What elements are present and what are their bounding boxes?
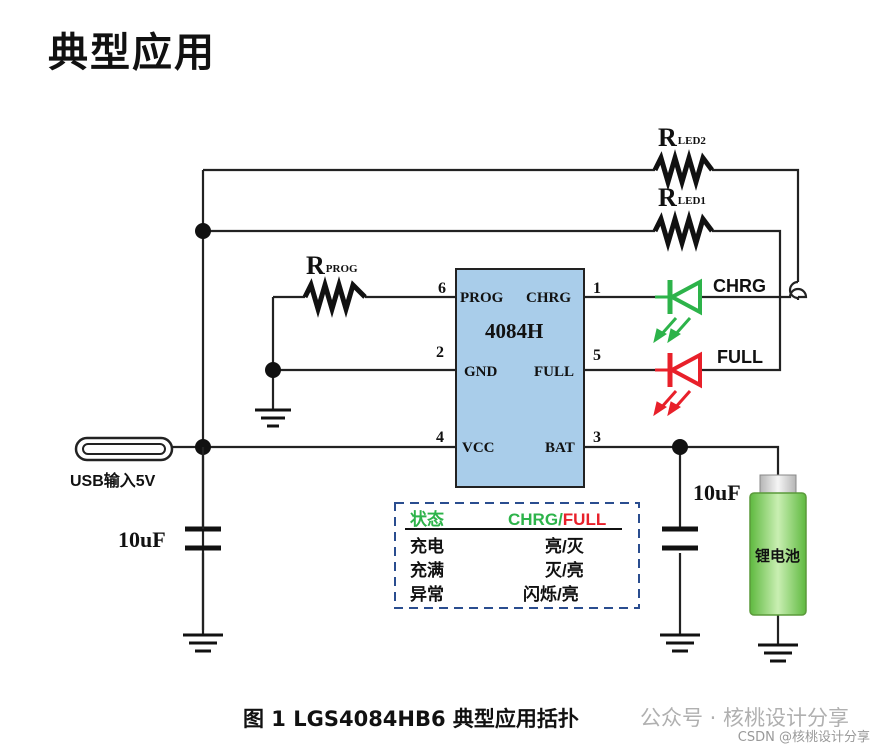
usb-connector-icon <box>74 436 174 462</box>
pin-num-full: 5 <box>593 347 601 364</box>
usb-label: USB输入5V <box>70 471 156 490</box>
pin-name-bat: BAT <box>545 440 575 456</box>
ground-symbol <box>660 633 700 653</box>
junction-dot <box>672 439 688 455</box>
status-row-state: 异常 <box>410 584 444 604</box>
status-header-slash: / <box>558 510 563 529</box>
rprog-label-main: R <box>306 251 325 280</box>
led-chrg-label: CHRG <box>713 276 766 296</box>
rled1-label-main: R <box>658 183 677 212</box>
status-row-value: 闪烁/亮 <box>523 584 579 604</box>
pin-name-vcc: VCC <box>462 440 495 456</box>
rled2-label-sub: LED2 <box>678 135 707 147</box>
status-row-value: 亮/灭 <box>545 536 585 556</box>
pin-name-full: FULL <box>534 364 574 380</box>
led-chrg-icon <box>653 278 702 344</box>
battery-icon <box>749 474 807 616</box>
rprog-label-sub: PROG <box>326 263 358 275</box>
pin-num-vcc: 4 <box>436 429 444 446</box>
rled1-label-sub: LED1 <box>678 195 706 207</box>
ground-symbol <box>758 643 798 663</box>
pin-name-gnd: GND <box>464 364 498 380</box>
junction-dot <box>195 223 211 239</box>
resistor-rled2 <box>652 149 714 191</box>
status-row-state: 充电 <box>410 536 444 556</box>
cap-in-label: 10uF <box>118 527 166 552</box>
watermark-text: 公众号 · 核桃设计分享 <box>640 706 850 730</box>
svg-text:RLED2: RLED2 <box>658 123 706 152</box>
wire-crossover <box>788 280 799 300</box>
resistor-rprog <box>302 276 367 318</box>
status-row-value: 灭/亮 <box>544 560 584 580</box>
capacitor-output <box>662 526 698 551</box>
cap-out-label: 10uF <box>693 480 741 505</box>
status-table-box <box>394 502 640 609</box>
status-row-state: 充满 <box>410 560 444 580</box>
chip-name: 4084H <box>485 319 543 343</box>
led-full-icon <box>653 351 702 417</box>
status-header-chrg: CHRG <box>508 510 558 529</box>
pin-num-gnd: 2 <box>436 344 444 361</box>
status-header-state: 状态 <box>410 509 444 529</box>
ground-symbol <box>183 633 223 653</box>
led-full-label: FULL <box>717 347 763 367</box>
junction-dot <box>265 362 281 378</box>
wire-rled1-right <box>700 229 782 372</box>
figure-caption: 图 1 LGS4084HB6 典型应用括扑 <box>243 707 579 731</box>
pin-num-bat: 3 <box>593 429 601 446</box>
credit-text: CSDN @核桃设计分享 <box>737 730 870 745</box>
svg-text:RPROG: RPROG <box>306 251 358 280</box>
chip-body <box>455 268 585 488</box>
ground-symbol <box>255 408 291 428</box>
resistor-rled1 <box>652 210 714 252</box>
pin-name-chrg: CHRG <box>526 290 571 306</box>
wire-bat <box>584 445 780 475</box>
wire-chrg-led-right <box>700 287 808 299</box>
rled2-label-main: R <box>658 123 677 152</box>
status-header-full: FULL <box>563 510 606 529</box>
pin-name-prog: PROG <box>460 290 504 306</box>
pin-num-chrg: 1 <box>593 280 601 297</box>
battery-label: 锂电池 <box>755 547 800 565</box>
pin-num-prog: 6 <box>438 280 446 297</box>
svg-text:RLED1: RLED1 <box>658 183 706 212</box>
svg-text:CHRG/FULL: CHRG/FULL <box>508 510 606 529</box>
wire-rled2-right <box>712 168 800 282</box>
page-title: 典型应用 <box>48 30 216 76</box>
